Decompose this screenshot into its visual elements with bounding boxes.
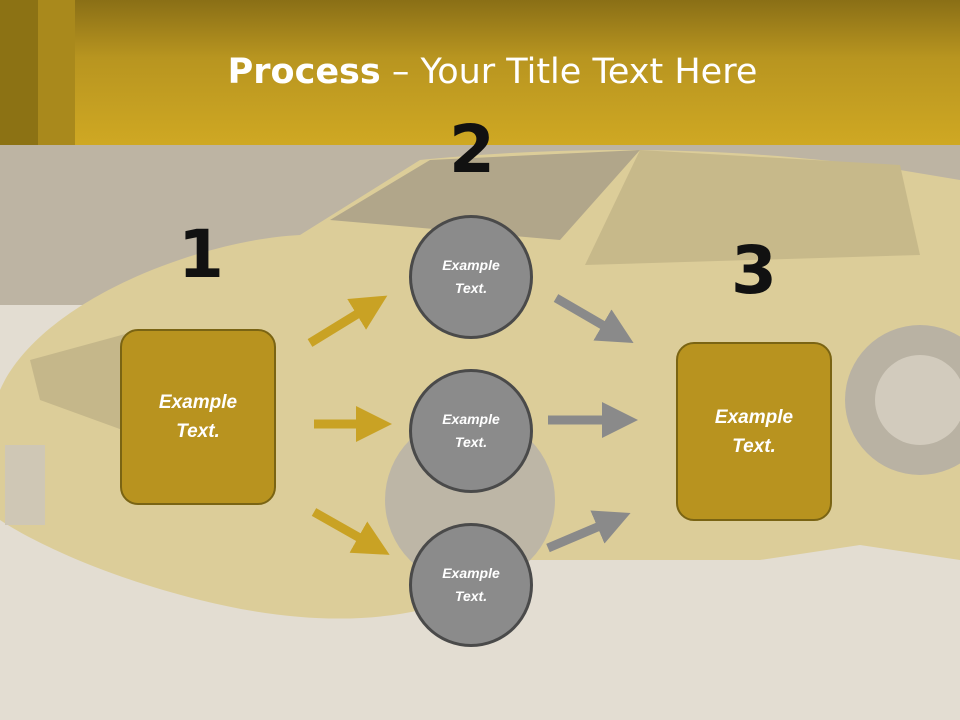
circle-1-text: Example Text. [442,257,500,296]
header-accent-stripe [38,0,75,145]
arrow-from-circle-3 [546,510,631,553]
right-box: Example Text. [676,342,832,521]
header-bar [0,0,960,145]
arrow-from-circle-1 [553,294,634,344]
left-box-text: Example Text. [158,392,238,442]
circle-1: Example Text. [409,215,533,339]
circle-3: Example Text. [409,523,533,647]
circle-2: Example Text. [409,369,533,493]
header-accent-stripe [0,0,38,145]
circle-2-text: Example Text. [442,411,500,450]
left-box: Example Text. [120,329,276,505]
step-number-2: 2 [449,111,495,188]
arrow-to-circle-3 [311,508,390,555]
right-box-text: Example Text. [714,406,794,457]
slide-title: Process – Your Title Text Here [0,52,960,92]
arrow-to-circle-1 [307,295,388,347]
circle-3-text: Example Text. [442,565,500,604]
step-number-1: 1 [178,216,224,293]
title-bold: Process [227,52,381,92]
step-number-3: 3 [731,232,777,309]
title-rest: – Your Title Text Here [380,52,758,92]
